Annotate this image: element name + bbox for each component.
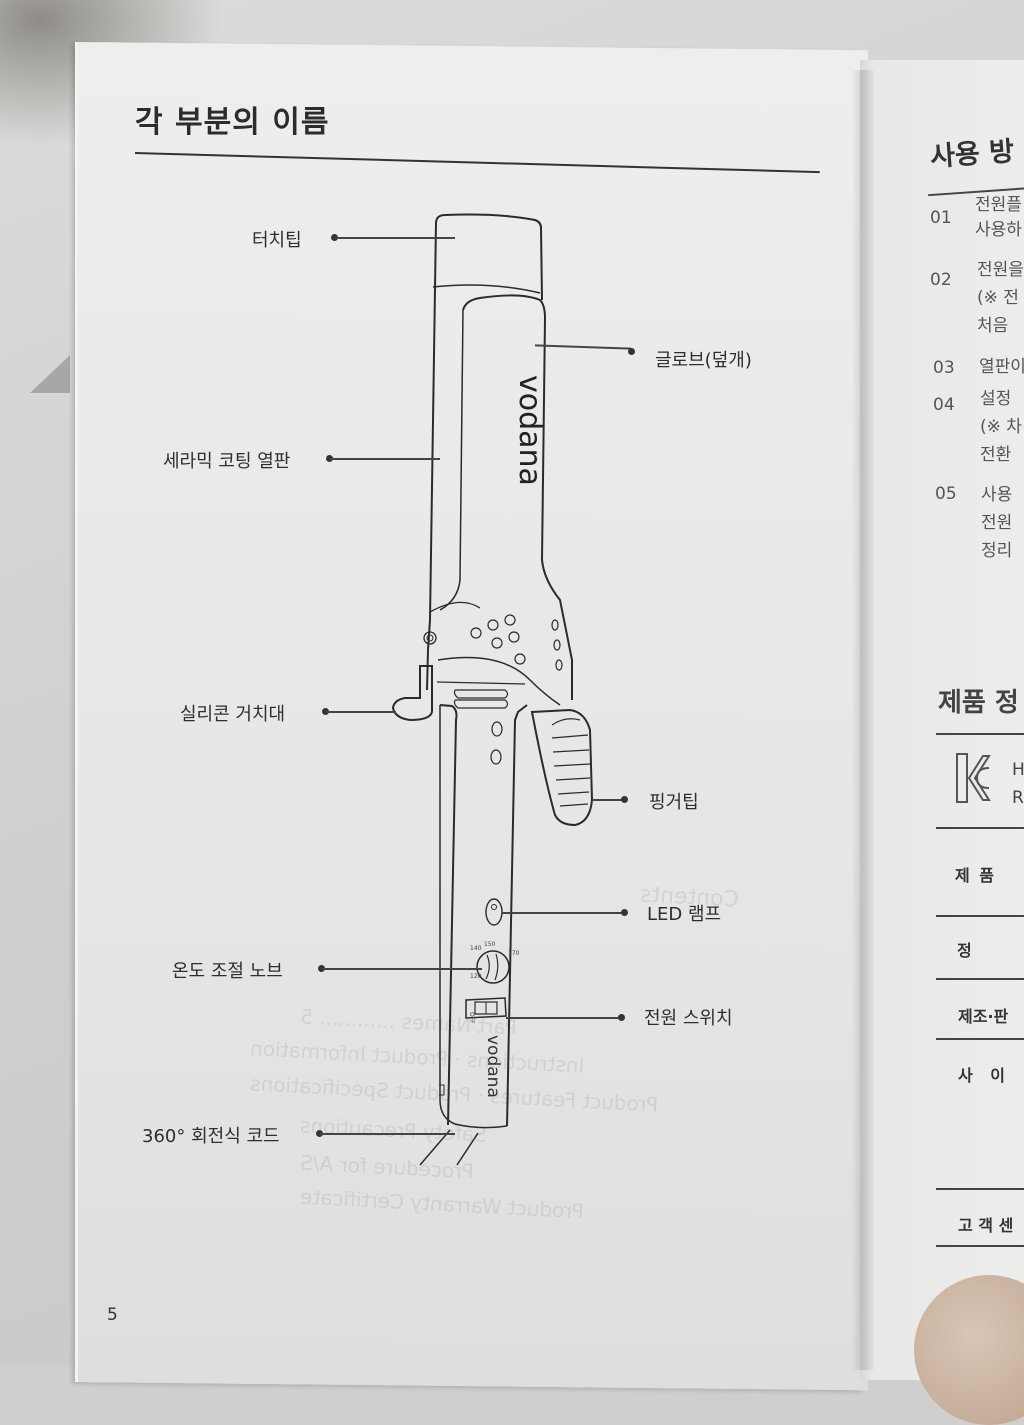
table-row-label: 제조·판: [958, 1007, 1009, 1026]
step-number: 03: [933, 358, 955, 378]
leader-line: [335, 237, 455, 239]
step-text: 처음: [977, 316, 1009, 336]
page-title: 각 부분의 이름: [135, 105, 330, 140]
part-label-silicone-stand: 실리콘 거치대: [180, 704, 286, 725]
svg-text:170: 170: [508, 950, 520, 957]
table-row-label: 정: [957, 941, 974, 960]
leader-dot: [621, 796, 628, 803]
step-text: 전원을: [977, 260, 1024, 280]
svg-text:OFF: OFF: [468, 1012, 475, 1024]
page-number: 5: [107, 1305, 118, 1325]
leader-line: [326, 711, 396, 713]
background-shadow: [30, 355, 70, 393]
step-text: 열판이: [979, 357, 1024, 377]
step-text: 설정: [980, 389, 1012, 409]
table-row-label: 고 객 센: [958, 1216, 1014, 1235]
leader-dot: [316, 1130, 323, 1137]
svg-text:150: 150: [484, 941, 496, 948]
kc-text: H: [1012, 760, 1024, 780]
table-divider: [936, 1038, 1024, 1040]
leader-dot: [322, 708, 329, 715]
part-label-finger-tip: 핑거팁: [649, 792, 699, 813]
table-row-label: 사 이: [958, 1066, 1012, 1085]
kc-certification-icon: [956, 753, 991, 803]
step-text: 사용: [981, 485, 1013, 505]
table-divider: [936, 1188, 1024, 1190]
section-title-usage: 사용 방: [929, 136, 1016, 173]
svg-text:120: 120: [470, 973, 482, 980]
part-label-swivel-cord: 360° 회전식 코드: [142, 1126, 280, 1147]
step-text: (※ 전: [977, 288, 1019, 308]
step-text: 정리: [981, 541, 1013, 561]
leader-line: [502, 912, 624, 914]
curling-iron-diagram: vodana vodana OFF 150 140 120 170: [391, 213, 594, 1166]
brand-logo: vodana: [512, 375, 547, 486]
leader-line: [330, 458, 440, 460]
step-text: 사용하: [975, 220, 1022, 240]
leader-dot: [318, 965, 325, 972]
section-title-product-info: 제품 정: [938, 688, 1019, 718]
step-text: 전원플: [975, 195, 1022, 215]
book-gutter: [852, 70, 874, 1370]
leader-dot: [618, 1014, 625, 1021]
table-divider: [936, 978, 1024, 980]
step-number: 01: [930, 208, 952, 228]
part-label-touch-tip: 터치팁: [252, 230, 302, 251]
table-divider: [936, 733, 1024, 735]
table-divider: [936, 827, 1024, 829]
part-label-power-switch: 전원 스위치: [644, 1008, 733, 1029]
leader-line: [322, 968, 482, 970]
table-row-label: 제 품: [955, 866, 997, 885]
step-text: (※ 차: [980, 417, 1022, 437]
leader-line: [320, 1133, 455, 1135]
leader-line: [506, 1017, 621, 1019]
leader-dot: [326, 455, 333, 462]
part-label-glove-cover: 글로브(덮개): [655, 350, 752, 371]
right-page: [860, 60, 1024, 1380]
step-number: 04: [933, 395, 955, 415]
part-label-led-lamp: LED 램프: [647, 904, 722, 925]
leader-dot: [628, 348, 635, 355]
part-label-temp-knob: 온도 조절 노브: [172, 961, 283, 982]
leader-dot: [331, 234, 338, 241]
leader-dot: [621, 909, 628, 916]
part-label-ceramic-plate: 세라믹 코팅 열판: [163, 451, 291, 472]
table-divider: [936, 915, 1024, 917]
step-text: 전원: [981, 513, 1013, 533]
svg-text:vodana: vodana: [483, 1035, 503, 1098]
step-text: 전환: [980, 445, 1012, 465]
svg-text:140: 140: [470, 945, 482, 952]
table-divider: [936, 1245, 1024, 1247]
leader-line: [592, 799, 624, 801]
step-number: 05: [935, 484, 957, 504]
kc-text: R: [1012, 788, 1024, 808]
step-number: 02: [930, 270, 952, 290]
